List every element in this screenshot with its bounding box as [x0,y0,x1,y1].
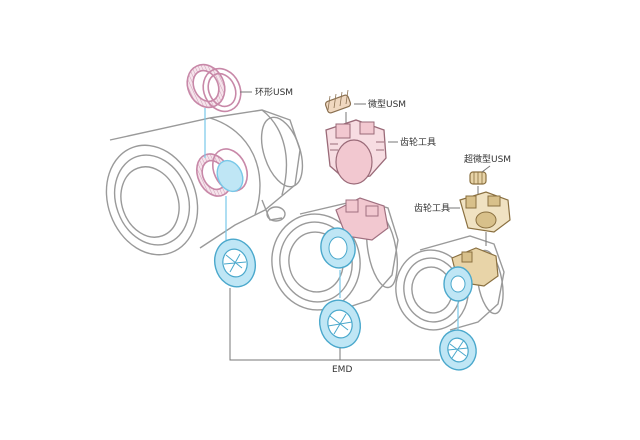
large-lens [105,109,304,256]
super-micro-usm-motor [469,171,487,185]
gear-unit-medium-installed [335,197,389,241]
label-micro-usm: 微型USM [368,98,406,110]
emd-disc-2 [319,299,361,349]
emd-installed-medium [320,227,356,269]
label-gear-tool-2: 齿轮工具 [414,202,450,214]
emd-leader-bracket [229,288,440,361]
ring-usm-rings [186,63,242,113]
emd-installed-small [443,266,473,302]
emd-installed-large [216,159,244,193]
emd-disc-3 [439,329,477,371]
micro-usm-motor [324,89,352,114]
emd-disc-1 [214,238,256,288]
label-gear-tool-1: 齿轮工具 [400,136,436,148]
gear-unit-pink-exploded [325,119,387,185]
label-ring-usm: 环形USM [255,86,293,98]
super-micro-leader [481,165,491,173]
label-emd: EMD [332,365,352,375]
label-super-micro-usm: 超微型USM [464,153,511,165]
gear-unit-gold-exploded [459,191,511,233]
